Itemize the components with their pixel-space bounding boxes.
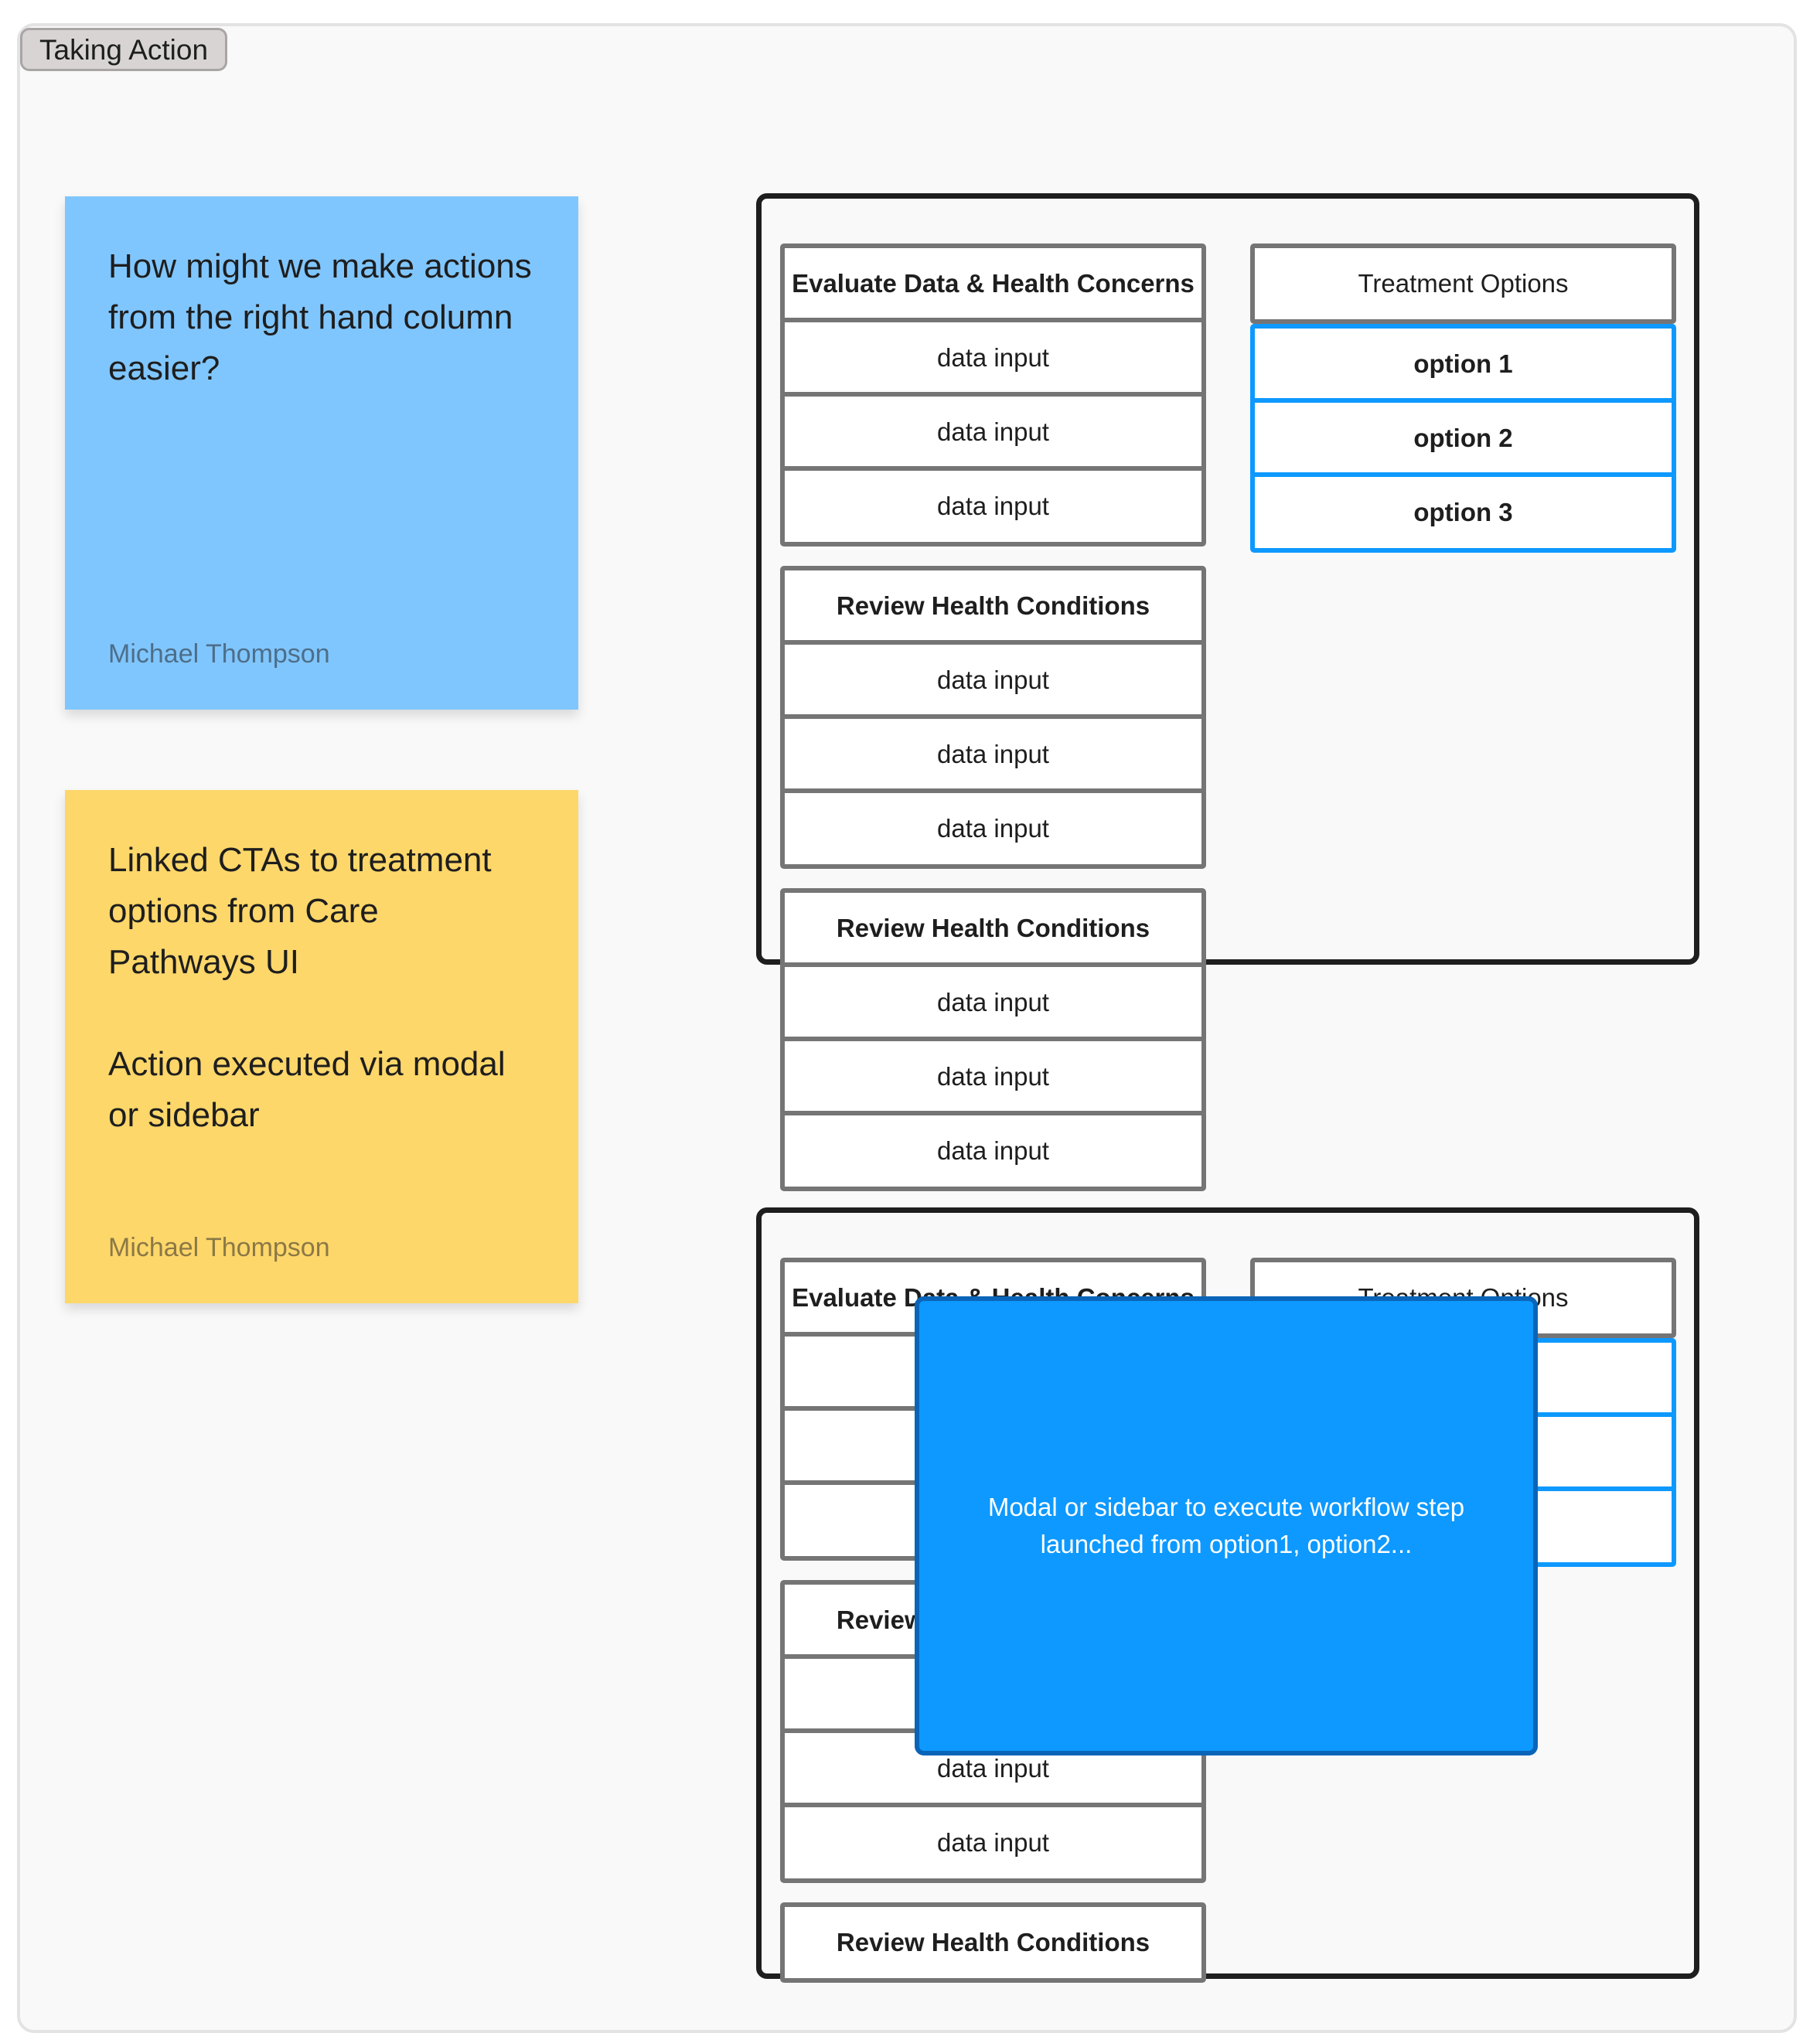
sticky-note-idea[interactable]: Linked CTAs to treatment options from Ca… (65, 790, 578, 1303)
treatment-option-button[interactable]: option 1 (1250, 324, 1676, 404)
data-input-field[interactable]: data input (780, 466, 1206, 547)
treatment-option-button[interactable]: option 3 (1250, 472, 1676, 553)
data-input-field[interactable]: data input (780, 962, 1206, 1043)
sticky-note-author: Michael Thompson (108, 639, 330, 669)
data-input-field[interactable]: data input (780, 318, 1206, 398)
section-header: Review Health Conditions (780, 566, 1206, 646)
data-input-field[interactable]: data input (780, 1111, 1206, 1191)
data-input-field[interactable]: data input (780, 1037, 1206, 1117)
treatment-options-header: Treatment Options (1250, 243, 1676, 324)
data-input-field[interactable]: data input (780, 1803, 1206, 1883)
sticky-note-question[interactable]: How might we make actions from the right… (65, 196, 578, 710)
section-header: Review Health Conditions (780, 888, 1206, 969)
data-input-field[interactable]: data input (780, 640, 1206, 720)
data-input-field[interactable]: data input (780, 788, 1206, 869)
modal-overlay[interactable]: Modal or sidebar to execute workflow ste… (915, 1296, 1538, 1755)
wireframe-group-bottom[interactable] (756, 1207, 1699, 1979)
sticky-note-author: Michael Thompson (108, 1233, 330, 1262)
section-header: Evaluate Data & Health Concerns (780, 243, 1206, 324)
frame-title[interactable]: Taking Action (20, 28, 228, 71)
data-input-field[interactable]: data input (780, 714, 1206, 795)
section-header: Review Health Conditions (780, 1902, 1206, 1983)
treatment-option-button[interactable]: option 2 (1250, 398, 1676, 478)
sticky-note-text: How might we make actions from the right… (108, 247, 532, 387)
sticky-note-text: Linked CTAs to treatment options from Ca… (108, 841, 506, 1134)
wireframe-group-top[interactable] (756, 193, 1699, 965)
data-input-field[interactable]: data input (780, 392, 1206, 472)
